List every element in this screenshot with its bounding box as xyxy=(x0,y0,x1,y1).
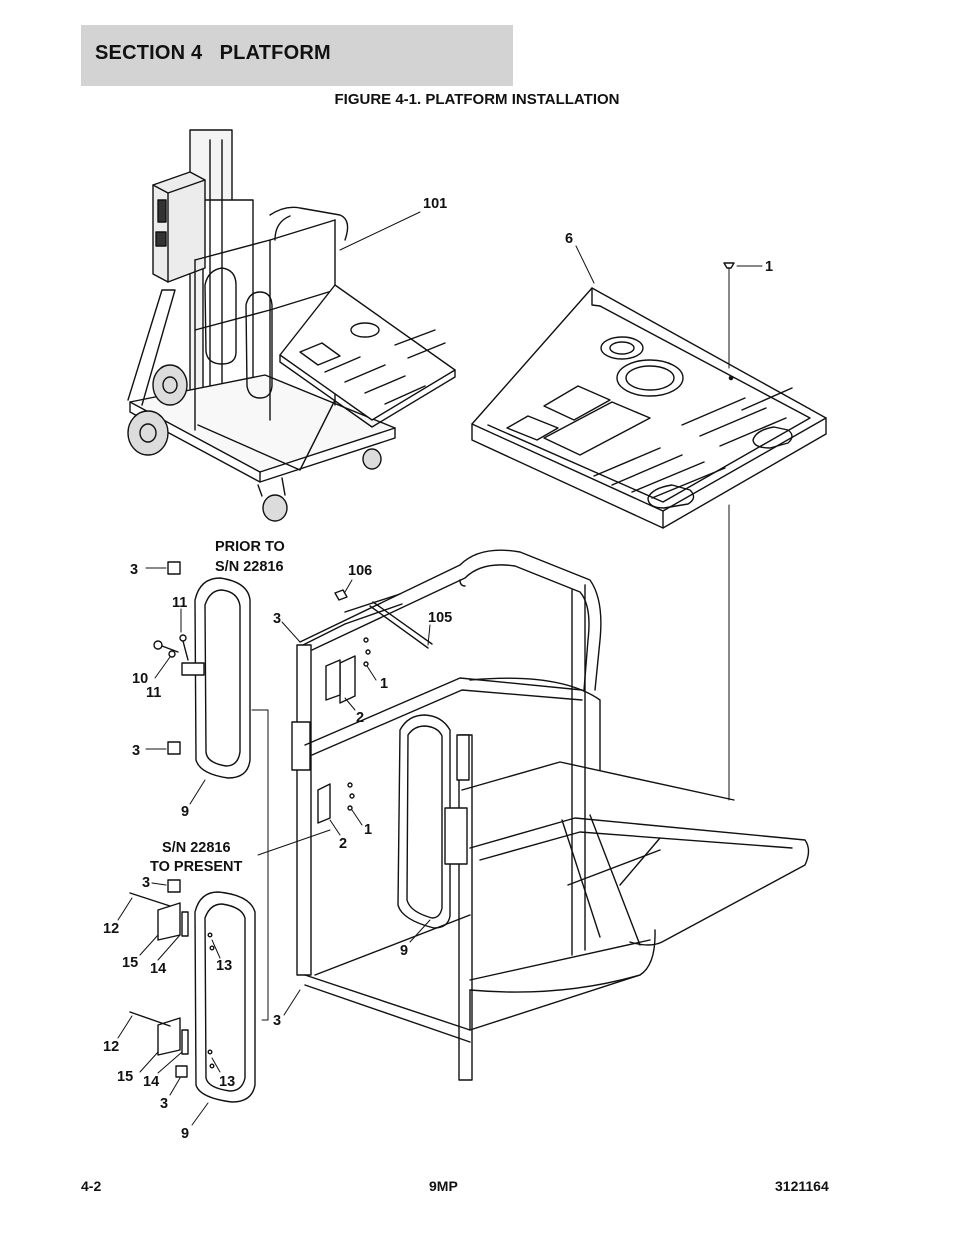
note-present-line2: TO PRESENT xyxy=(150,859,243,875)
callout-12-b: 12 xyxy=(103,1039,119,1055)
figure-title: FIGURE 4-1. PLATFORM INSTALLATION xyxy=(334,91,620,108)
assembled-lift-illustration xyxy=(127,129,456,522)
callout-9-c: 9 xyxy=(400,943,408,959)
callout-1-low: 1 xyxy=(364,822,372,838)
leader-lines xyxy=(117,211,763,1126)
callout-106: 106 xyxy=(348,563,372,579)
section-banner: SECTION 4 PLATFORM xyxy=(81,25,513,86)
callout-1-top: 1 xyxy=(765,259,773,275)
cage-frame-illustration xyxy=(291,549,810,1081)
callout-3-e: 3 xyxy=(160,1096,168,1112)
footer-model: 9MP xyxy=(429,1178,458,1194)
callout-15-a: 15 xyxy=(122,955,138,971)
callout-9-a: 9 xyxy=(181,804,189,820)
callout-3-a: 3 xyxy=(130,562,138,578)
callout-12-a: 12 xyxy=(103,921,119,937)
callout-3-c: 3 xyxy=(273,611,281,627)
callout-10: 10 xyxy=(132,671,148,687)
reference-brackets xyxy=(251,709,331,1021)
platform-deck-illustration xyxy=(471,262,827,801)
callout-105: 105 xyxy=(428,610,452,626)
door-present-illustration xyxy=(129,879,256,1103)
callout-2-mid: 2 xyxy=(356,710,364,726)
callout-6: 6 xyxy=(565,231,573,247)
callout-11-a: 11 xyxy=(172,595,187,611)
note-prior-line2: S/N 22816 xyxy=(215,559,284,575)
callout-9-b: 9 xyxy=(181,1126,189,1142)
callout-2-low: 2 xyxy=(339,836,347,852)
note-present-line1: S/N 22816 xyxy=(162,840,231,856)
footer-doc-number: 3121164 xyxy=(775,1178,829,1194)
section-title: SECTION 4 PLATFORM xyxy=(95,42,331,64)
callout-3-f: 3 xyxy=(273,1013,281,1029)
callout-101: 101 xyxy=(423,196,447,212)
callout-13-a: 13 xyxy=(216,958,232,974)
callout-14-b: 14 xyxy=(143,1074,159,1090)
callout-14-a: 14 xyxy=(150,961,166,977)
note-prior-line1: PRIOR TO xyxy=(215,539,285,555)
callout-3-d: 3 xyxy=(142,875,150,891)
callout-1-mid: 1 xyxy=(380,676,388,692)
callout-15-b: 15 xyxy=(117,1069,133,1085)
callout-13-b: 13 xyxy=(219,1074,235,1090)
footer-page-number: 4-2 xyxy=(81,1178,102,1194)
callout-3-b: 3 xyxy=(132,743,140,759)
door-prior-illustration xyxy=(153,561,251,779)
callout-11-b: 11 xyxy=(146,685,161,701)
